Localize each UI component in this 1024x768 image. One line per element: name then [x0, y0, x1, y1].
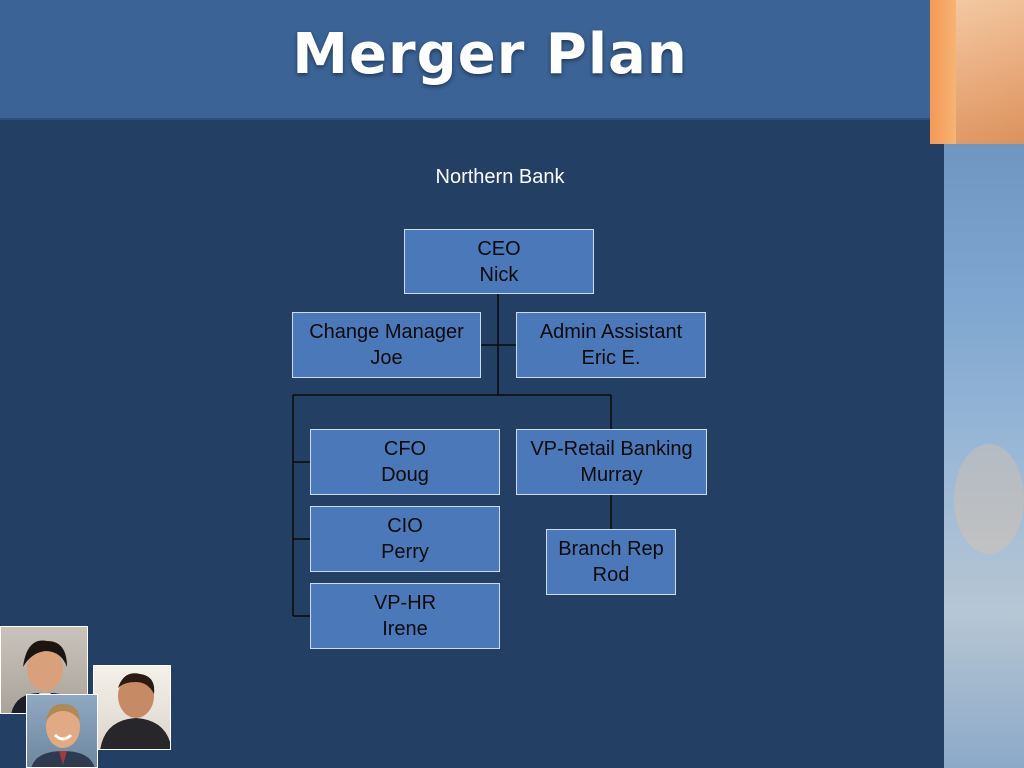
- decorative-photo-top: [956, 0, 1024, 144]
- ceo-name: Nick: [479, 263, 519, 286]
- change-manager-name: Joe: [370, 347, 403, 369]
- change-manager-box: Change Manager Joe: [292, 312, 481, 378]
- branch-rep-box: Branch Rep Rod: [546, 529, 676, 595]
- branch-rep-name: Rod: [592, 564, 630, 586]
- slide-title: Merger Plan: [292, 22, 688, 87]
- vp-hr-box: VP-HR Irene: [310, 583, 500, 649]
- ceo-box: CEO Nick: [404, 229, 594, 294]
- title-bar: [0, 0, 940, 120]
- cio-name: Perry: [381, 541, 429, 563]
- branch-rep-role: Branch Rep: [558, 538, 664, 560]
- vp-hr-name: Irene: [382, 618, 428, 640]
- face-shape: [954, 444, 1024, 554]
- change-manager-role: Change Manager: [309, 321, 464, 343]
- decorative-photo-panel: [944, 144, 1024, 768]
- admin-assistant-role: Admin Assistant: [539, 321, 683, 343]
- businessman-back-figure: [100, 673, 170, 749]
- ceo-role: CEO: [477, 237, 521, 260]
- cfo-box: CFO Doug: [310, 429, 500, 495]
- admin-assistant-name: Eric E.: [581, 347, 641, 369]
- cfo-name: Doug: [381, 464, 429, 486]
- businessman-smiling-photo: [26, 694, 98, 768]
- vp-retail-role: VP-Retail Banking: [530, 438, 693, 460]
- orange-accent-strip: [930, 0, 956, 144]
- admin-assistant-box: Admin Assistant Eric E.: [516, 312, 706, 378]
- cio-role: CIO: [387, 515, 423, 537]
- vp-retail-box: VP-Retail Banking Murray: [516, 429, 707, 495]
- businessman-smiling-figure: [31, 703, 95, 767]
- cfo-role: CFO: [383, 438, 427, 460]
- cio-box: CIO Perry: [310, 506, 500, 572]
- org-name: Northern Bank: [435, 166, 565, 188]
- vp-retail-name: Murray: [580, 464, 643, 486]
- businessman-back-photo: [93, 665, 171, 750]
- vp-hr-role: VP-HR: [373, 592, 437, 614]
